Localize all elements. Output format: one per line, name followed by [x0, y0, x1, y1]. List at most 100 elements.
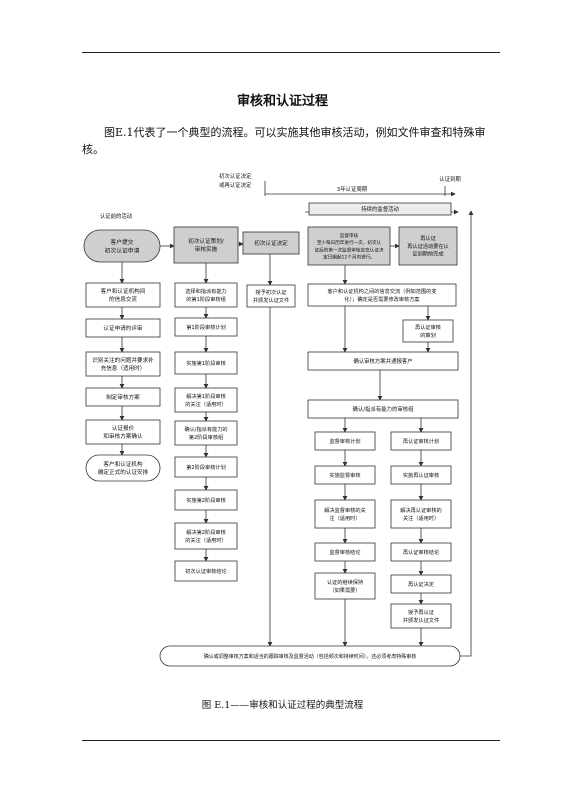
recertification-step-6-text-1: 并颁发认证文件	[403, 616, 439, 624]
surveillance-step-3-text-1: 注（适用时）	[329, 514, 360, 522]
initial-audit-step-5	[174, 420, 238, 446]
initial-audit-header	[173, 226, 239, 264]
surveillance-header-text-0: 监督审核	[340, 232, 359, 239]
continuous-monitoring-ellipse-text-0: 确认或调整审核方案和适当的跟踪审核及监督活动（包括频次和持续时间）。还必须考虑特…	[204, 653, 417, 660]
initial-audit-step-8-text-0: 解决第2阶段审核	[186, 528, 226, 536]
surveillance-step-3	[314, 499, 376, 529]
surveillance-header	[307, 226, 391, 266]
pre-certification-step-1-text-0: 客户和认证机构间	[101, 287, 146, 295]
surveillance-step-2	[314, 465, 376, 485]
recertification-header	[398, 226, 458, 266]
grant-initial-certification-box	[246, 284, 296, 308]
recertification-step-1	[390, 431, 452, 451]
information-exchange-box-text-0: 客户和认证机构之间的信息交流（例如范围的变	[328, 287, 437, 295]
information-exchange-box-text-1: 化）；确定是否需要修改审核方案	[344, 295, 420, 303]
information-exchange-box	[307, 283, 457, 307]
recertification-header-text-1: 再认证活动要在认	[407, 242, 449, 250]
recertification-step-5-text-0: 再认证决定	[408, 580, 434, 588]
surveillance-step-2-text-0: 实施监督审核	[329, 471, 360, 479]
client-application-box	[83, 229, 161, 263]
pre-certification-step-2-text-0: 认证申请的评审	[103, 324, 143, 332]
top-rule	[82, 52, 500, 53]
grant-initial-certification-box-text-0: 授予初次认证	[255, 288, 286, 296]
recertification-planning-box-text-1: 的策划	[420, 331, 436, 339]
confirm-audit-team-box	[307, 399, 459, 419]
initial-audit-step-1	[174, 282, 238, 308]
pre-certification-step-1-text-1: 的信息交流	[109, 295, 137, 303]
initial-audit-step-2-text-0: 第1阶段审核计划	[186, 323, 226, 331]
initial-audit-step-8	[174, 522, 238, 550]
surveillance-header-text-1: 至少每日历年进行一次，初次认	[317, 239, 382, 246]
recertification-header-text-2: 证到期前完成	[412, 250, 443, 258]
initial-audit-step-5-text-0: 确认/指派有能力的	[184, 425, 227, 433]
pre-certification-step-3-text-1: 充信息（适用时）	[101, 364, 146, 372]
surveillance-step-1	[314, 431, 376, 451]
recertification-header-text-0: 再认证	[420, 234, 436, 242]
surveillance-step-5-text-1: （如果需要）	[329, 586, 360, 594]
surveillance-step-1-text-0: 监督审核计划	[329, 437, 360, 445]
initial-audit-step-3-text-0: 实施第1阶段审核	[186, 359, 226, 367]
recertification-step-6-text-0: 授予再认证	[408, 608, 434, 616]
initial-audit-step-4-text-1: 的关注（适用时）	[185, 400, 227, 408]
recertification-step-3-text-0: 解决再认证审核的	[400, 506, 442, 514]
recertification-step-2	[390, 465, 452, 485]
timeline-period-label: 3年认证周期	[337, 185, 367, 193]
initial-audit-step-4	[174, 387, 238, 413]
flowchart-connectors	[119, 181, 474, 657]
recertification-step-3	[390, 499, 452, 529]
initial-decision-header-text-0: 初次认证决定	[254, 239, 288, 247]
recertification-planning-box-text-0: 再认证审核	[415, 323, 441, 331]
timeline-start-label: 初次认证决定	[219, 172, 252, 180]
intro-paragraph: 图E.1代表了一个典型的流程。可以实施其他审核活动，例如文件审查和特殊审核。	[82, 126, 486, 156]
initial-audit-step-6	[174, 456, 238, 478]
feedback-loop-connector	[460, 210, 474, 657]
initial-audit-step-3	[174, 351, 238, 375]
initial-decision-header	[242, 231, 300, 255]
confirm-audit-program-box	[307, 351, 459, 371]
initial-audit-header-text-1: 审核实施	[195, 245, 218, 253]
page-title: 审核和认证过程	[236, 94, 328, 109]
timeline-start-label-2: 或再认证决定	[219, 181, 252, 189]
pre-certification-step-4	[85, 387, 161, 407]
grant-initial-certification-box-text-1: 并颁发认证文件	[253, 296, 289, 304]
surveillance-step-3-text-0: 解决监督审核的关	[324, 506, 366, 514]
initial-audit-header-text-0: 初次认证策划/	[188, 237, 224, 245]
initial-audit-step-7	[174, 489, 238, 511]
initial-audit-step-8-text-1: 的关注（适用时）	[185, 536, 227, 544]
surveillance-header-text-3: 定日期起12个月内进行。	[323, 253, 375, 260]
client-activities-label: 认证前的活动	[100, 212, 133, 220]
recertification-step-4	[390, 542, 452, 562]
surveillance-step-5	[314, 572, 376, 600]
pre-certification-step-5-text-1: 和审核方案确认	[103, 432, 143, 440]
continuous-monitoring-ellipse	[159, 645, 461, 667]
initial-audit-step-9	[174, 560, 238, 582]
pre-certification-step-6	[85, 454, 161, 482]
surveillance-step-4	[314, 542, 376, 562]
recertification-step-4-text-0: 再认证审核结论	[403, 548, 440, 556]
initial-audit-step-7-text-0: 实施第2阶段审核	[186, 496, 226, 504]
pre-certification-step-5-text-0: 认证报价	[112, 424, 135, 432]
confirm-audit-team-box-text-0: 确认/指派有能力的审核组	[352, 405, 414, 413]
initial-audit-step-9-text-0: 初次认证审核结论	[185, 567, 227, 575]
continuous-surveillance-bar	[308, 202, 452, 216]
initial-audit-step-1-text-1: 的第1阶段审核组	[186, 295, 226, 303]
pre-certification-step-4-text-0: 制定审核方案	[106, 393, 140, 401]
pre-certification-step-2	[85, 318, 161, 338]
recertification-planning-box	[402, 319, 454, 343]
surveillance-step-4-text-0: 监督审核结论	[329, 548, 361, 556]
pre-certification-step-6-text-1: 确定正式的认证安排	[98, 468, 149, 476]
initial-audit-step-6-text-0: 第2阶段审核计划	[186, 463, 226, 471]
initial-audit-step-4-text-0: 解决第1阶段审核	[186, 392, 226, 400]
continuous-surveillance-bar-text-0: 持续的监督活动	[361, 205, 399, 213]
client-application-box-text-1: 初次认证申请	[105, 246, 140, 254]
timeline-end-label: 认证到期	[439, 175, 461, 183]
surveillance-step-5-text-0: 认证的继续保持	[327, 578, 363, 586]
initial-audit-step-2	[174, 317, 238, 337]
confirm-audit-program-box-text-0: 确认审核方案并通报客户	[353, 357, 412, 365]
surveillance-header-text-2: 证后的第一次监督审核应在认证决	[315, 246, 384, 253]
figure-caption: 图 E.1——审核和认证过程的典型流程	[201, 700, 364, 711]
recertification-step-5	[390, 574, 452, 594]
initial-audit-step-1-text-0: 选择和指派有能力	[185, 287, 227, 295]
pre-certification-step-5	[85, 419, 161, 445]
